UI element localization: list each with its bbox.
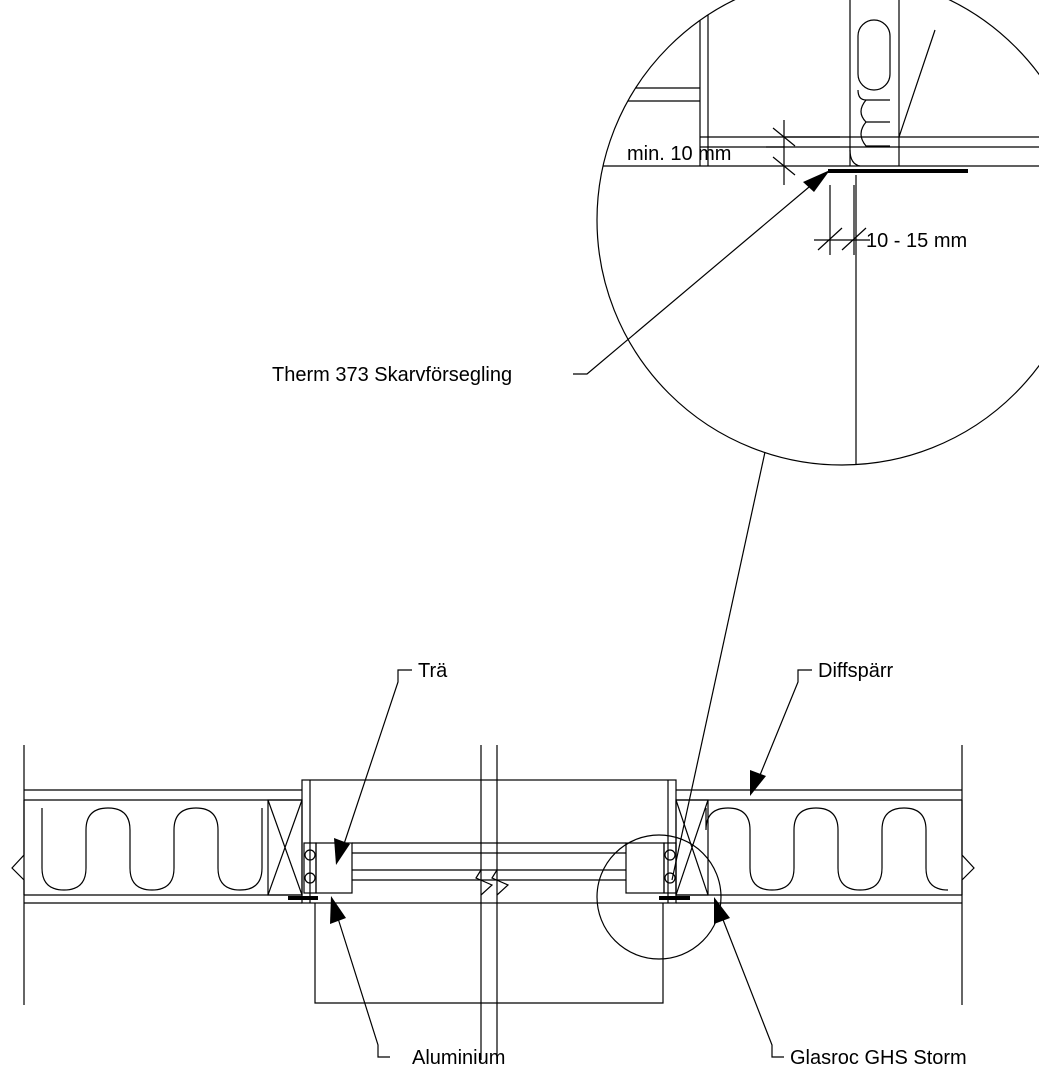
small-detail-circle (596, 834, 722, 960)
label-min-gap: min. 10 mm (627, 143, 731, 165)
label-overlap: 10 - 15 mm (866, 230, 967, 252)
leader-vapor-barrier (750, 669, 812, 796)
wall-section (11, 745, 975, 1060)
dimension-min-gap (766, 120, 840, 185)
detail-circle (596, 0, 1039, 466)
leader-wood (334, 669, 412, 865)
label-wood: Trä (418, 660, 448, 682)
dimension-overlap (814, 185, 870, 255)
leader-board (714, 897, 784, 1058)
label-sealant: Therm 373 Skarvförsegling (272, 364, 512, 386)
leader-aluminium (330, 896, 390, 1058)
leader-sealant (573, 170, 830, 375)
label-board: Glasroc GHS Storm (790, 1047, 967, 1069)
detail-magnified-view: min. 10 mm 10 - 15 mm (596, 0, 1039, 466)
label-vapor-barrier: Diffspärr (818, 660, 894, 682)
label-aluminium: Aluminium (412, 1047, 505, 1069)
detail-connector (671, 451, 766, 881)
